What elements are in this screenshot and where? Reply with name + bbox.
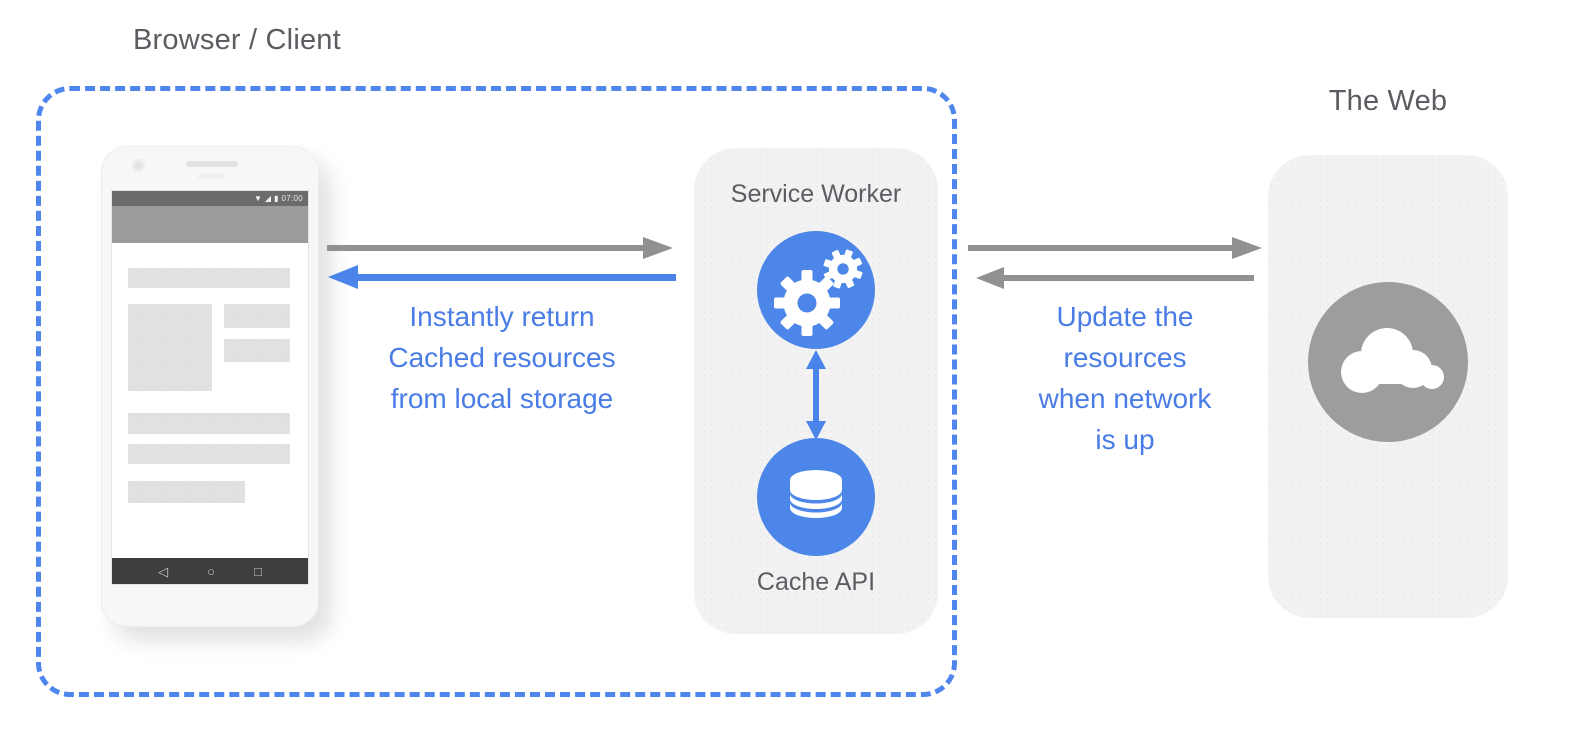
cache-api-badge	[757, 438, 875, 556]
service-worker-gears-badge	[757, 231, 875, 349]
phone-mockup: ▼ ◢ ▮ 07:00 ◁ ○ □	[101, 146, 319, 627]
browser-client-boundary	[36, 86, 957, 697]
cache-return-annotation: Instantly return Cached resources from l…	[352, 296, 652, 419]
annotation-line: when network	[1038, 383, 1212, 414]
gears-icon	[774, 249, 863, 336]
request-arrow-right	[327, 237, 673, 259]
network-update-annotation: Update the resources when network is up	[975, 296, 1275, 460]
phone-camera-icon	[132, 159, 145, 172]
network-response-arrow-left	[976, 267, 1254, 289]
phone-status-bar: ▼ ◢ ▮ 07:00	[112, 191, 308, 206]
database-icon	[790, 470, 842, 522]
annotation-line: is up	[1095, 424, 1155, 455]
battery-icon: ▮	[274, 193, 279, 203]
phone-speaker	[186, 161, 238, 167]
sw-cache-double-arrow	[806, 350, 826, 440]
annotation-line: Update the	[1056, 301, 1194, 332]
nav-home-icon: ○	[207, 563, 215, 579]
annotation-line: from local storage	[390, 383, 614, 414]
nav-recents-icon: □	[254, 563, 262, 579]
phone-screen: ▼ ◢ ▮ 07:00 ◁ ○ □	[111, 190, 309, 585]
the-web-panel	[1268, 155, 1508, 618]
wireframe-block	[128, 304, 212, 391]
annotation-line: Instantly return	[409, 301, 595, 332]
wifi-icon: ▼	[253, 193, 262, 203]
the-web-title: The Web	[1328, 85, 1448, 117]
wireframe-block	[128, 413, 290, 434]
wireframe-block	[224, 339, 290, 362]
cached-response-arrow-left	[328, 265, 676, 289]
wireframe-block	[128, 481, 245, 503]
browser-client-title: Browser / Client	[133, 24, 341, 56]
cloud-icon	[1341, 328, 1444, 393]
network-request-arrow-right	[968, 237, 1262, 259]
phone-nav-bar: ◁ ○ □	[112, 558, 308, 584]
web-cloud-badge	[1308, 282, 1468, 442]
signal-icon: ◢	[264, 193, 272, 203]
phone-app-header	[112, 206, 308, 243]
wireframe-block	[128, 268, 290, 288]
wireframe-block	[128, 444, 290, 464]
cache-api-label: Cache API	[756, 568, 876, 596]
wireframe-block	[224, 304, 290, 328]
annotation-line: Cached resources	[388, 342, 616, 373]
nav-back-icon: ◁	[158, 563, 169, 579]
service-worker-title: Service Worker	[730, 180, 902, 208]
annotation-line: resources	[1063, 342, 1187, 373]
status-clock: 07:00	[281, 193, 303, 203]
phone-sensor-slot	[198, 174, 224, 179]
